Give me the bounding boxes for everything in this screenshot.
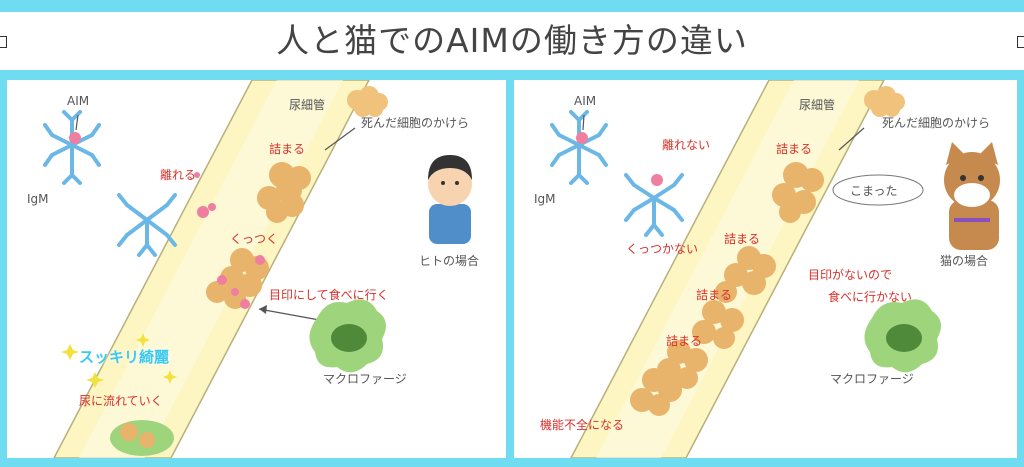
human-label: ヒトの場合 [419,254,480,268]
tsumaru-label-4: 詰まる [666,334,703,348]
debris-arrow [324,127,356,151]
debris-clump-1 [257,162,311,223]
tubule-label: 尿細管 [799,98,836,112]
tubule-label: 尿細管 [289,98,326,112]
speech-bubble [832,174,924,206]
frame-handle-right [1017,36,1024,48]
macrophage-arrow [258,308,326,322]
cat-panel: AIM IgM 離れない 尿細管 死んだ細胞のかけら 詰まる こまった 詰まる … [514,80,1017,458]
macrophage [309,299,386,373]
hanarenai-label: 離れない [662,138,711,152]
debris-clumps [630,162,824,416]
debris-top [347,86,388,117]
dysfunction-label: 機能不全になる [540,418,625,432]
aim-igm-complex [550,110,608,185]
title-bar: 人と猫でのAIMの働き方の違い [0,12,1024,70]
aim-stuck [651,174,663,186]
tsumaru-label: 詰まる [269,142,306,156]
tsumaru-label-2: 詰まる [724,232,761,246]
sukkiri-label: スッキリ綺麗 [79,348,170,366]
kuttsukanai-label: くっつかない [626,242,699,256]
speech-bubble-text: こまった [850,184,898,198]
no-marker-label-1: 目印がないので [808,268,893,282]
nagarete-label: 尿に流れていく [79,394,163,408]
igm-label: IgM [27,192,49,206]
macrophage-eating [110,420,174,456]
aim-pointer [75,114,79,131]
human-illustration [428,155,472,244]
cat-illustration [944,142,1000,250]
aim-free [194,172,216,218]
aim-bound [69,132,81,144]
frame-handle-left [0,36,7,48]
mejirushi-label: 目印にして食べに行く [269,288,389,302]
cat-diagram [550,80,1000,458]
cat-label: 猫の場合 [940,254,989,268]
aim-bound [576,132,588,144]
macrophage [864,299,941,373]
hanareru-label: 離れる [160,168,197,182]
igm-label: IgM [534,192,556,206]
no-marker-label-2: 食べに行かない [828,290,913,304]
kuttsuku-label: くっつく [230,232,279,246]
page-title: 人と猫でのAIMの働き方の違い [276,21,748,60]
aim-igm-complex [43,110,101,185]
sparkles [61,333,177,388]
debris-label: 死んだ細胞のかけら [361,116,470,130]
macrophage-label: マクロファージ [830,372,914,386]
aim-label: AIM [574,94,597,108]
debris-arrow [838,127,865,151]
debris-top [864,86,905,117]
aim-attached [217,255,265,309]
tsumaru-label-1: 詰まる [776,142,813,156]
tsumaru-label-3: 詰まる [696,288,733,302]
human-panel: AIM IgM 離れる 尿細管 死んだ細胞のかけら 詰まる くっつく 目印にして… [7,80,506,458]
igm-free [117,193,177,257]
macrophage-label: マクロファージ [323,372,407,386]
debris-label: 死んだ細胞のかけら [882,116,991,130]
aim-pointer [582,114,585,131]
aim-igm-complex-2 [624,173,684,237]
human-diagram [43,80,472,458]
aim-label: AIM [67,94,90,108]
